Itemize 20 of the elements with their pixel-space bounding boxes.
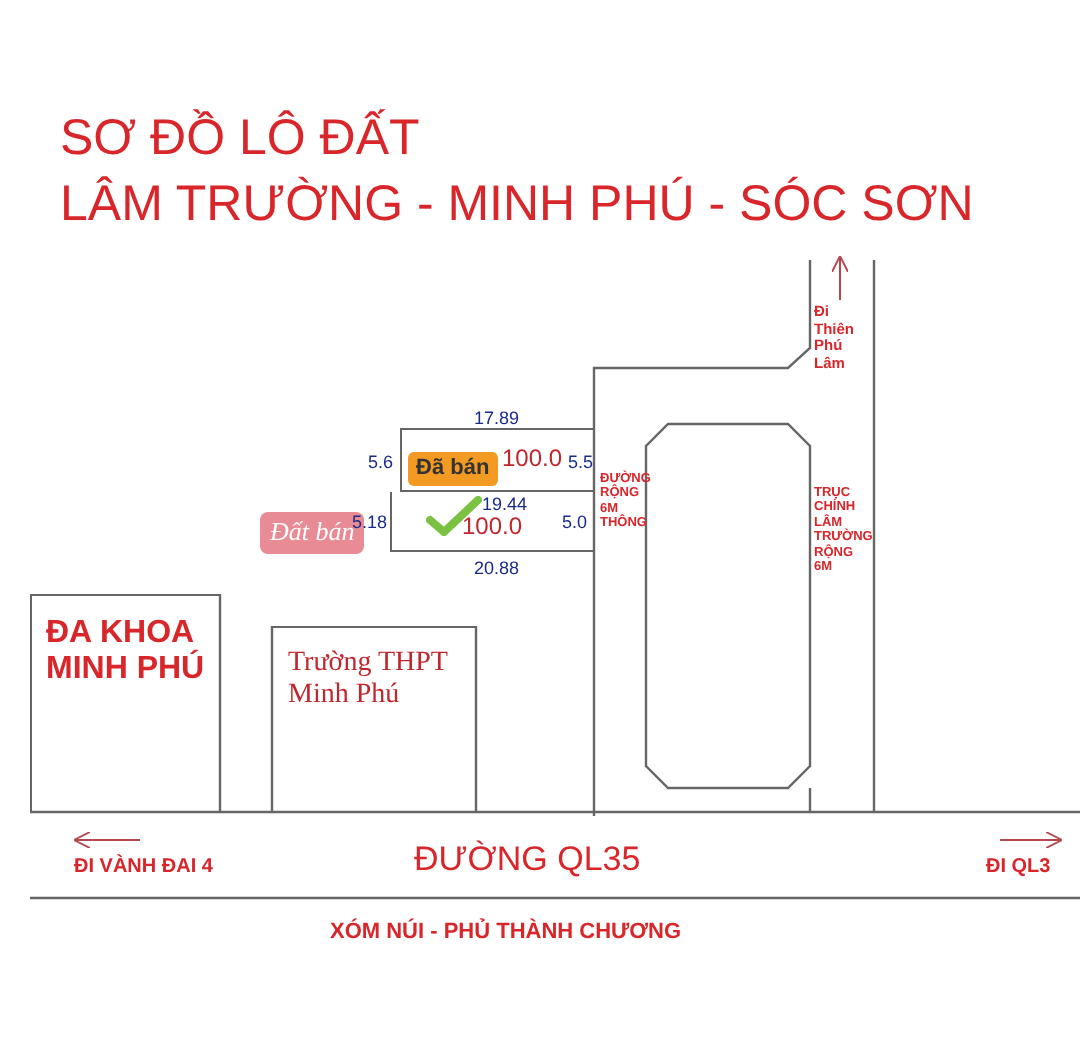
direction-label: ĐI QL3 <box>986 856 1051 879</box>
sold-badge: Đã bán <box>408 452 498 486</box>
dimension-label: 5.0 <box>562 512 588 533</box>
area-value: 100.0 <box>502 446 563 474</box>
place-name: XÓM NÚI - PHỦ THÀNH CHƯƠNG <box>330 920 682 946</box>
area-value: 100.0 <box>462 514 523 542</box>
dimension-label: 5.5 <box>568 452 594 473</box>
lot-outline <box>390 492 594 552</box>
dimension-label: 17.89 <box>474 408 520 429</box>
dimension-label: 5.6 <box>368 452 394 473</box>
dimension-label: 20.88 <box>474 558 520 579</box>
building-name: Trường THPT Minh Phú <box>288 648 450 713</box>
dimension-label: 19.44 <box>482 494 528 515</box>
title: LÂM TRƯỜNG - MINH PHÚ - SÓC SƠN <box>60 176 974 234</box>
building-name: ĐA KHOA MINH PHÚ <box>46 616 207 690</box>
road-name: ĐƯỜNG QL35 <box>414 840 641 880</box>
direction-label: ĐI VÀNH ĐAI 4 <box>74 856 213 879</box>
title: SƠ ĐỒ LÔ ĐẤT <box>60 110 420 168</box>
building-outline <box>30 594 220 812</box>
dimension-label: 5.18 <box>352 512 388 532</box>
